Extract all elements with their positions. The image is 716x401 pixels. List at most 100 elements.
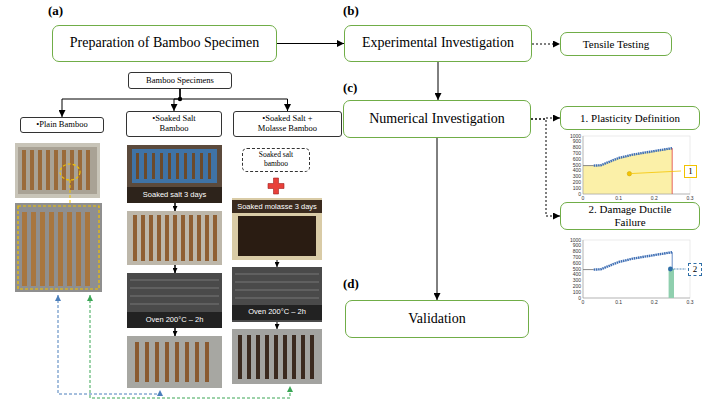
process-box: 2. Damage Ductile Failure	[560, 202, 700, 230]
axis-tick: 500	[560, 163, 581, 168]
oven-photo	[232, 267, 322, 322]
box-label: Preparation of Bamboo Specimen	[70, 35, 259, 51]
callout-number: 1	[684, 165, 697, 178]
box-label: •Soaked Salt + Molasse Bamboo	[252, 114, 323, 134]
caption-band	[232, 305, 322, 320]
step-arrow	[175, 265, 176, 273]
axis-tick: 0	[560, 296, 581, 301]
axis-tick: 700	[560, 255, 581, 260]
box-label: Numerical Investigation	[369, 111, 505, 127]
panel-letter: (a)	[48, 3, 72, 18]
process-box: Experimental Investigation	[344, 25, 532, 62]
connector	[437, 138, 438, 300]
axis-tick: 200	[560, 284, 581, 289]
bamboo-specimens	[135, 342, 209, 382]
connector	[174, 89, 180, 111]
salt-tray	[132, 149, 217, 183]
connector	[438, 62, 439, 100]
photo	[127, 336, 222, 388]
drop-line	[672, 252, 673, 269]
step-arrow	[277, 260, 278, 267]
box-label: Tensile Testing	[583, 38, 649, 51]
axis-tick: 700	[560, 151, 581, 156]
chart-axes	[583, 136, 690, 194]
bamboo-specimens	[22, 212, 90, 286]
panel-letter: (c)	[343, 80, 367, 95]
oven-grate	[130, 280, 219, 304]
axis-tick: 0.2	[646, 299, 662, 305]
connector	[532, 44, 560, 45]
photo-caption: Oven 200°C – 2h	[127, 315, 222, 324]
oven-photo	[127, 273, 222, 328]
axis-tick: 900	[560, 139, 581, 144]
dashed-box: Soaked salt bamboo	[242, 148, 310, 172]
axis-tick: 800	[560, 145, 581, 150]
axis-tick: 800	[560, 249, 581, 254]
photo	[127, 211, 222, 265]
box-label: •Plain Bamboo	[36, 120, 87, 130]
box-label: 2. Damage Ductile Failure	[585, 203, 675, 228]
leader-line	[70, 180, 71, 206]
step-arrow	[277, 322, 278, 329]
axis-tick: 600	[560, 157, 581, 162]
molasse-specimens	[238, 335, 314, 379]
chart-frame	[583, 136, 690, 194]
stress-strain-curve	[594, 252, 673, 269]
axis-tick: 300	[560, 278, 581, 283]
box-label: Soaked salt bamboo	[251, 151, 301, 168]
axis-tick: 0.1	[611, 299, 627, 305]
step-arrow	[175, 203, 176, 211]
marker-dot	[627, 172, 631, 176]
axis-tick: 900	[560, 243, 581, 248]
connector	[277, 43, 344, 44]
callout-number: 2	[688, 263, 702, 276]
process-box: Tensile Testing	[560, 32, 672, 56]
process-box: Numerical Investigation	[343, 100, 531, 138]
stress-strain-curve	[594, 148, 673, 165]
bamboo-strips	[22, 150, 90, 190]
axis-tick: 0.3	[682, 195, 698, 201]
photo	[15, 203, 102, 292]
axis-tick: 300	[560, 174, 581, 179]
marker-dot	[668, 267, 673, 272]
photo	[232, 329, 322, 384]
comparison-link	[58, 295, 160, 394]
connector	[531, 119, 560, 216]
box-label: Bamboo Specimens	[146, 76, 214, 86]
leader-line	[674, 269, 687, 270]
damage-band	[669, 269, 674, 298]
highlight-box	[18, 206, 99, 289]
box-label: Validation	[408, 311, 466, 327]
chart-axes	[583, 240, 690, 298]
bamboo-strips	[136, 153, 211, 179]
photo-caption: Oven 200°C – 2h	[232, 307, 322, 316]
photo-caption: Soaked salt 3 days	[127, 190, 222, 199]
axis-tick: 1000	[560, 238, 581, 243]
caption-band	[127, 187, 222, 203]
box-label: 1. Plasticity Definition	[580, 112, 680, 125]
step-arrow	[175, 328, 176, 336]
box-label: •Soaked Salt Bamboo	[145, 114, 203, 134]
axis-tick: 0	[575, 195, 591, 201]
caption-band	[127, 312, 222, 328]
axis-tick: 200	[560, 180, 581, 185]
process-box: Preparation of Bamboo Specimen	[52, 25, 277, 62]
elastic-line	[583, 269, 594, 270]
caption-band	[232, 200, 322, 213]
photo	[127, 145, 222, 203]
axis-tick: 0.1	[611, 195, 627, 201]
oven-grate	[235, 274, 319, 298]
chart-frame	[583, 240, 690, 298]
molasse-bath	[238, 216, 316, 256]
plus-symbol	[268, 178, 284, 194]
axis-tick: 0	[575, 299, 591, 305]
photo	[15, 143, 100, 198]
panel-letter: (b)	[343, 3, 367, 18]
axis-tick: 0.3	[682, 299, 698, 305]
box-label: Experimental Investigation	[362, 35, 514, 51]
bamboo-specimens	[133, 215, 217, 261]
axis-tick: 100	[560, 290, 581, 295]
category-box: •Soaked Salt Bamboo	[126, 111, 222, 137]
connector	[180, 89, 288, 111]
photo-tray	[18, 147, 97, 194]
